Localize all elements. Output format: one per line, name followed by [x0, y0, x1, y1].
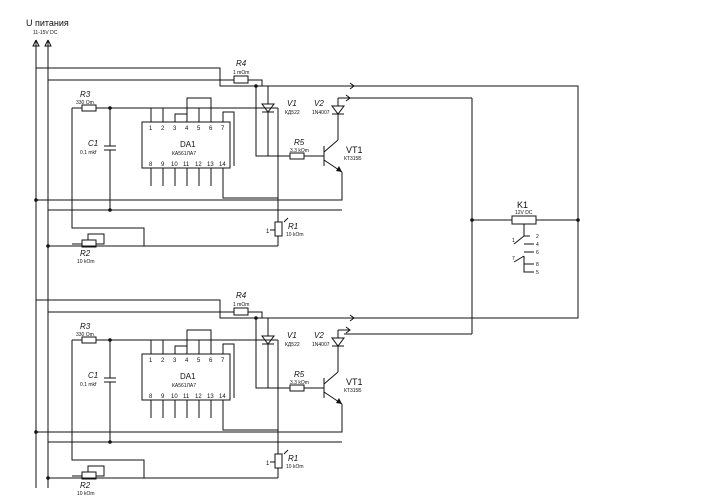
r4-body — [233, 75, 249, 84]
r1-value: 10 kOm — [286, 464, 304, 470]
r2-name: R2 — [80, 249, 91, 258]
ic-name: DA1 — [180, 372, 196, 381]
svg-text:12: 12 — [195, 162, 202, 168]
ic-bottom-pins: 8 9 10 11 12 13 14 — [149, 394, 226, 400]
svg-text:13: 13 — [207, 394, 214, 400]
svg-text:3: 3 — [173, 358, 177, 364]
ic-top-pins: 1 2 3 4 5 6 7 — [149, 126, 225, 132]
vt1-name: VT1 — [346, 377, 363, 387]
svg-text:6: 6 — [209, 358, 213, 364]
svg-text:13: 13 — [207, 162, 214, 168]
r2-value: 10 kOm — [77, 259, 95, 265]
svg-text:3: 3 — [173, 126, 177, 132]
r2-value: 10 kOm — [77, 491, 95, 497]
r3-name: R3 — [80, 90, 91, 99]
svg-text:7: 7 — [221, 358, 225, 364]
r4-body — [233, 307, 249, 316]
r2-name: R2 — [80, 481, 91, 490]
svg-text:2: 2 — [536, 234, 539, 240]
ic-part: КА561ЛА7 — [172, 151, 196, 157]
supply-range: 11-15V DC — [33, 30, 58, 36]
r1-body — [274, 453, 283, 469]
v1-value: КД522 — [285, 342, 300, 348]
svg-text:7: 7 — [221, 126, 225, 132]
r5-value: 3.3 kOm — [290, 380, 309, 386]
relay-k1: K1 12V DC 2 4 6 8 5 1 7 — [511, 200, 578, 276]
ic-top-pins: 1 2 3 4 5 6 7 — [149, 358, 225, 364]
channel-1: R4 1 mOm R3 330 Om C1 0.1 mkf DA1 КА561Л… — [34, 59, 363, 265]
c1-name: C1 — [88, 371, 98, 380]
svg-text:9: 9 — [161, 162, 165, 168]
ic-bottom-pins: 8 9 10 11 12 13 14 — [149, 162, 226, 168]
r1-name: R1 — [288, 454, 298, 463]
svg-text:5: 5 — [197, 126, 201, 132]
svg-text:11: 11 — [183, 394, 190, 400]
svg-text:2: 2 — [161, 358, 165, 364]
pot-pin: 1 — [266, 461, 270, 467]
svg-text:1: 1 — [149, 126, 153, 132]
v2-name: V2 — [314, 99, 324, 108]
svg-text:6: 6 — [536, 250, 539, 256]
r5-name: R5 — [294, 138, 305, 147]
r1-value: 10 kOm — [286, 232, 304, 238]
v2-value: 1N4007 — [312, 342, 330, 348]
v2-name: V2 — [314, 331, 324, 340]
svg-text:8: 8 — [149, 394, 153, 400]
r5-value: 3.3 kOm — [290, 148, 309, 154]
svg-text:5: 5 — [197, 358, 201, 364]
pot-pin: 1 — [266, 229, 270, 235]
svg-text:5: 5 — [536, 270, 539, 276]
r3-value: 330 Om — [76, 332, 94, 338]
r4-value: 1 mOm — [233, 70, 249, 76]
svg-text:4: 4 — [185, 358, 189, 364]
ic-name: DA1 — [180, 140, 196, 149]
vt1-name: VT1 — [346, 145, 363, 155]
r3-name: R3 — [80, 322, 91, 331]
svg-text:6: 6 — [209, 126, 213, 132]
ic-da1 — [141, 121, 231, 169]
svg-text:1: 1 — [149, 358, 153, 364]
v2-value: 1N4007 — [312, 110, 330, 116]
r1-name: R1 — [288, 222, 298, 231]
relay-feed-lower — [344, 220, 579, 319]
ic-part: КА561ЛА7 — [172, 383, 196, 389]
svg-text:14: 14 — [219, 394, 226, 400]
ic-da1 — [141, 353, 231, 401]
relay-name: K1 — [517, 200, 528, 210]
r4-value: 1 mOm — [233, 302, 249, 308]
vt1-value: КТ315Б — [344, 388, 362, 394]
c1-value: 0.1 mkf — [80, 150, 97, 156]
svg-text:7: 7 — [512, 256, 515, 262]
svg-text:10: 10 — [171, 162, 178, 168]
svg-text:1: 1 — [512, 238, 515, 244]
svg-text:10: 10 — [171, 394, 178, 400]
vt1-value: КТ315Б — [344, 156, 362, 162]
r4-name: R4 — [236, 291, 247, 300]
svg-text:4: 4 — [536, 242, 539, 248]
v1-value: КД522 — [285, 110, 300, 116]
c1-name: C1 — [88, 139, 98, 148]
relay-feed-upper — [344, 85, 579, 220]
channel-2: R4 1 mOm R3 330 Om C1 0.1 mkf DA1 КА561Л… — [34, 291, 363, 497]
svg-text:11: 11 — [183, 162, 190, 168]
c1-value: 0.1 mkf — [80, 382, 97, 388]
svg-text:2: 2 — [161, 126, 165, 132]
r3-value: 330 Om — [76, 100, 94, 106]
svg-text:14: 14 — [219, 162, 226, 168]
svg-text:9: 9 — [161, 394, 165, 400]
svg-text:8: 8 — [536, 262, 539, 268]
r5-name: R5 — [294, 370, 305, 379]
r4-name: R4 — [236, 59, 247, 68]
v1-name: V1 — [287, 99, 297, 108]
svg-text:12: 12 — [195, 394, 202, 400]
supply-title: U питания — [26, 18, 69, 28]
r1-body — [274, 221, 283, 237]
svg-text:8: 8 — [149, 162, 153, 168]
relay-value: 12V DC — [515, 210, 533, 216]
svg-text:4: 4 — [185, 126, 189, 132]
v1-name: V1 — [287, 331, 297, 340]
